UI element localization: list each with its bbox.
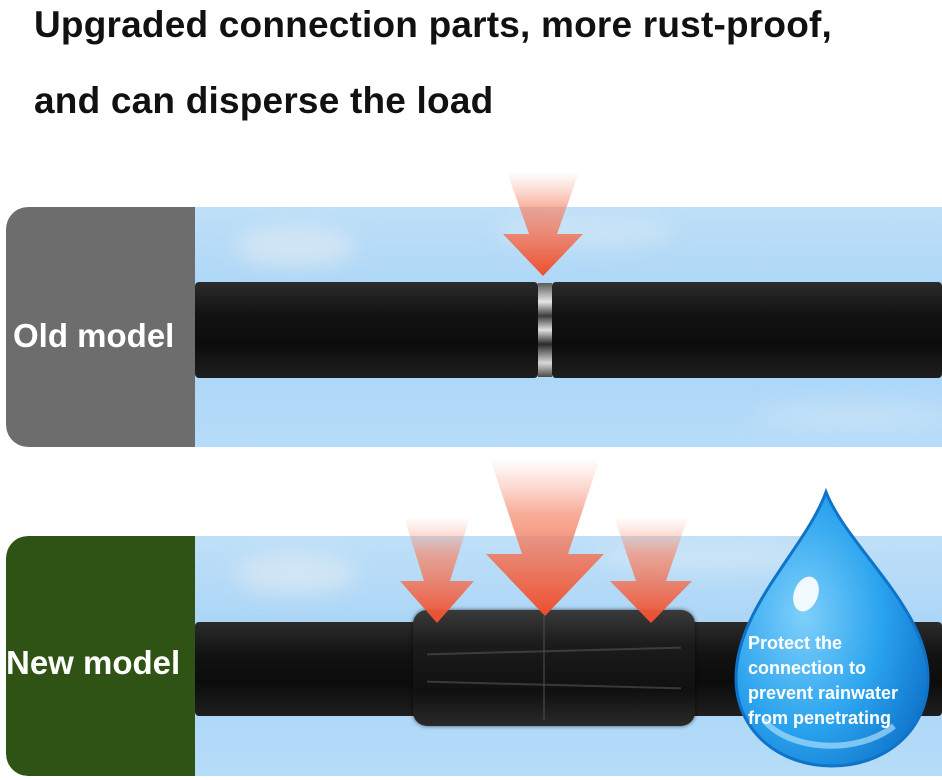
new-model-label: New model — [6, 644, 181, 681]
old-model-label-box: Old model — [6, 207, 195, 447]
pipe-right — [552, 282, 942, 378]
callout-line: prevent rainwater — [748, 683, 899, 703]
down-arrow-icon — [610, 517, 692, 623]
callout-line: from penetrating — [748, 708, 892, 728]
down-arrow-icon — [503, 172, 583, 276]
water-drop-icon — [734, 488, 930, 768]
new-model-label-box: New model — [6, 536, 195, 776]
connection-coupler — [413, 610, 695, 726]
down-arrow-icon — [400, 517, 474, 623]
old-model-label: Old model — [13, 317, 175, 354]
callout-line: Protect the — [748, 633, 843, 653]
headline-line-1: Upgraded connection parts, more rust-pro… — [34, 4, 832, 45]
broken-joint — [538, 283, 552, 377]
old-model-panel: Old model — [6, 207, 942, 447]
rainwater-callout: Protect the connection to prevent rainwa… — [748, 631, 938, 731]
pipe-left — [195, 282, 538, 378]
down-arrow-icon — [486, 458, 604, 616]
headline-line-2: and can disperse the load — [34, 80, 494, 121]
callout-line: connection to — [748, 658, 866, 678]
